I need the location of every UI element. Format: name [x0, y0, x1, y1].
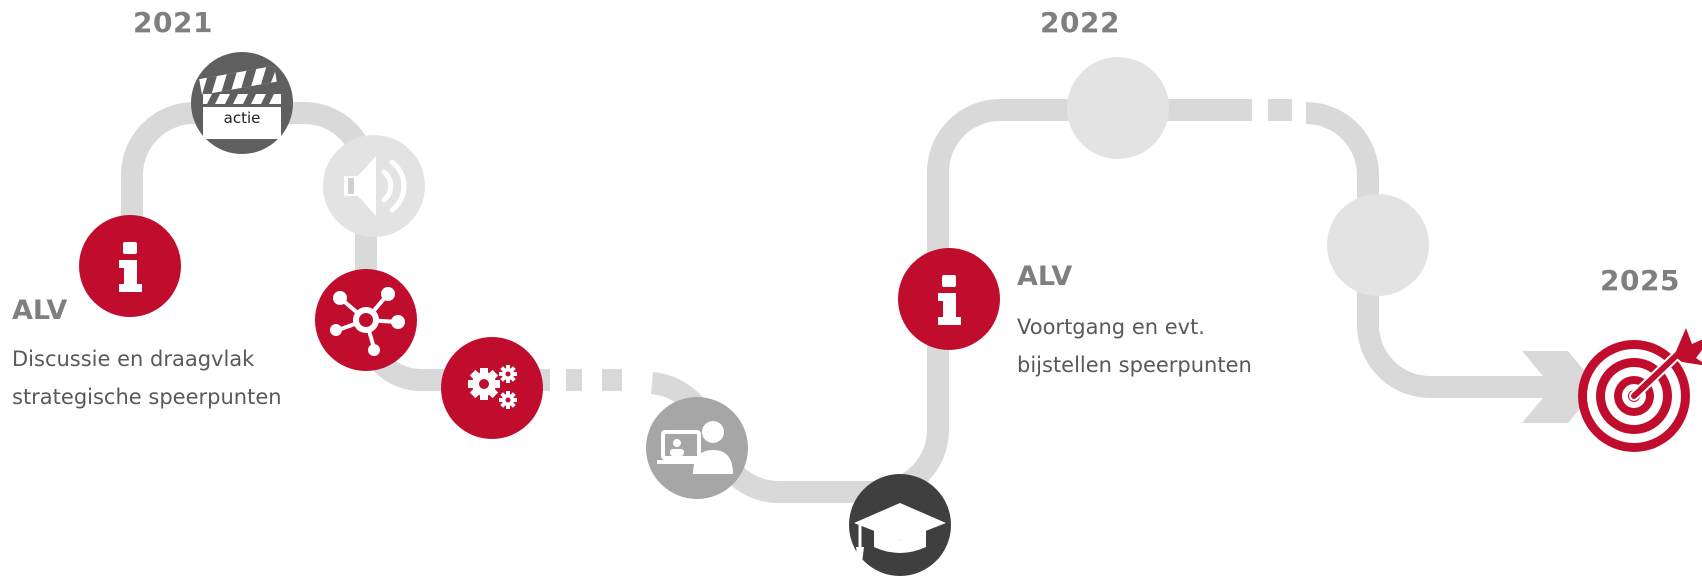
description-line: Voortgang en evt. [1017, 315, 1205, 339]
year-label-start: 2021 [133, 6, 213, 39]
gears-icon [441, 337, 543, 439]
target-icon [1578, 328, 1702, 452]
milestone-description: Discussie en draagvlak strategische spee… [12, 340, 282, 416]
milestone-heading: ALV [12, 295, 68, 326]
graduation-cap-icon [849, 474, 951, 576]
clapperboard-icon [191, 52, 293, 154]
description-line: Discussie en draagvlak [12, 347, 255, 371]
description-line: strategische speerpunten [12, 385, 282, 409]
clapper-label: actie [223, 109, 261, 127]
video-call-icon [646, 397, 748, 499]
year-label-mid: 2022 [1040, 6, 1120, 39]
placeholder-circle [1327, 194, 1429, 296]
info-icon [79, 215, 181, 317]
info-icon [898, 248, 1000, 350]
year-label-end: 2025 [1600, 264, 1680, 297]
network-icon [315, 269, 417, 371]
milestone-description: Voortgang en evt. bijstellen speerpunten [1017, 308, 1252, 384]
description-line: bijstellen speerpunten [1017, 353, 1252, 377]
speaker-icon [323, 135, 425, 237]
placeholder-circle [1067, 57, 1169, 159]
milestone-heading: ALV [1017, 261, 1073, 292]
